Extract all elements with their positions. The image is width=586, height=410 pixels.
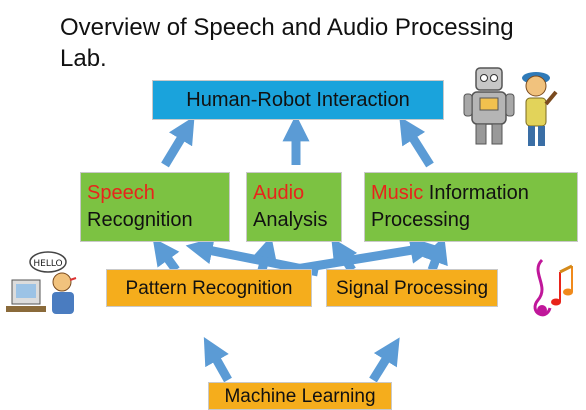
arrow-pattern-to-speech (152, 237, 180, 273)
node-speech-recognition: Speech Recognition (80, 172, 230, 242)
node-audio-analysis: Audio Analysis (246, 172, 342, 242)
speech-highlight: Speech (87, 182, 155, 204)
node-music-information-processing: Music Information Processing (364, 172, 578, 242)
person-at-computer-clipart: HELLO (6, 251, 77, 314)
node-machine-learning: Machine Learning (208, 382, 392, 410)
arrow-ml-to-signal (369, 337, 400, 383)
robot-and-child-clipart (463, 67, 558, 146)
arrow-signal-to-audio (331, 237, 358, 273)
node-human-robot-interaction: Human-Robot Interaction (152, 80, 444, 120)
svg-text:HELLO: HELLO (33, 259, 62, 269)
arrow-ml-to-pattern (203, 337, 232, 383)
music-highlight: Music (371, 182, 424, 204)
audio-highlight: Audio (253, 182, 305, 204)
arrow-signal-to-music (422, 236, 448, 272)
node-pattern-recognition: Pattern Recognition (106, 269, 312, 307)
arrow-signal-to-speech (185, 237, 319, 277)
arrow-speech-to-hri (161, 116, 195, 168)
music-notes-clipart (533, 258, 573, 317)
slide-title: Overview of Speech and Audio Processing … (60, 14, 514, 72)
arrow-music-to-hri (399, 116, 434, 168)
node-signal-processing: Signal Processing (326, 269, 498, 307)
